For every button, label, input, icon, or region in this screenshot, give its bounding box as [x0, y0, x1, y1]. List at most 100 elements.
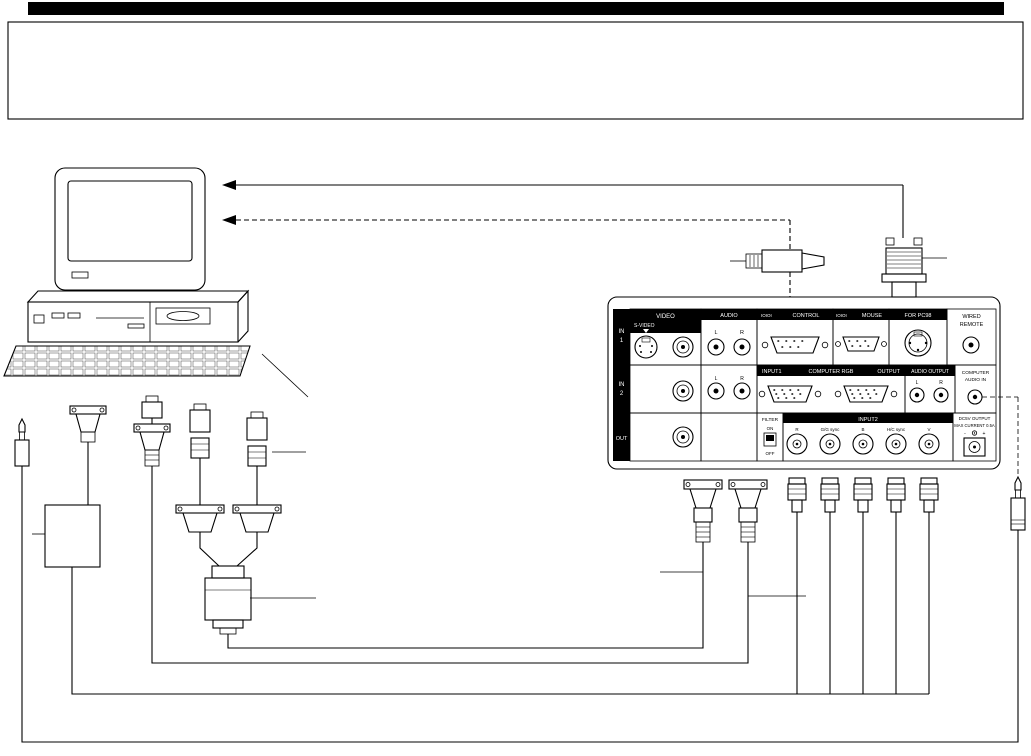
- mouse-cable-2: [232, 411, 306, 567]
- computer-audio-in-jack: [967, 389, 983, 405]
- wired-remote-label1: WIRED: [962, 314, 980, 320]
- computer-audio-label1: COMPUTER: [962, 370, 990, 376]
- audio-section: AUDIO L R: [700, 308, 758, 366]
- serial-connector-left: [69, 405, 107, 443]
- bnc-r-label: R: [795, 427, 799, 432]
- rgb-center-label: COMPUTER RGB: [809, 369, 854, 375]
- audio2-l-jack: [707, 382, 725, 400]
- audio-header-label: AUDIO: [720, 313, 738, 319]
- bnc-plug-hc: [886, 477, 906, 513]
- in2-label: IN: [619, 382, 625, 388]
- signal-arrows: [222, 180, 904, 297]
- wired-remote-jack: [962, 336, 980, 354]
- composite-in1-port: [672, 336, 694, 358]
- dc5v-plus-label: +: [983, 431, 986, 437]
- desktop-case: [26, 289, 250, 343]
- audio-out-l-jack: [909, 387, 925, 403]
- out-label: OUT: [616, 436, 628, 442]
- rgb-input1-label: INPUT1: [762, 369, 782, 375]
- composite-out-port: [672, 426, 694, 448]
- projector-rear-panel: IN 1 IN 2 OUT VIDEO S-VIDEO: [607, 296, 1001, 470]
- blank-section: [700, 412, 758, 462]
- dashed-arrow: [222, 215, 791, 297]
- audio-r-label: R: [740, 330, 744, 336]
- dc5v-section: DC5V OUTPUT MAX CURRENT 0.5A - +: [952, 412, 997, 462]
- serial-cable-connector: [730, 249, 825, 273]
- audio-output-label: AUDIO OUTPUT: [911, 369, 949, 375]
- bnc-hc-label: H/C sync: [887, 427, 906, 432]
- cable-routes: [21, 396, 1019, 743]
- audio2-l-label: L: [715, 376, 718, 382]
- solid-arrow: [222, 180, 904, 238]
- computer-illustration: [3, 167, 251, 377]
- bnc-r-port: [786, 433, 808, 455]
- keyboard: [3, 345, 251, 377]
- rgb-output-label: OUTPUT: [877, 369, 900, 375]
- note-box: [7, 21, 1024, 120]
- audio-output-section: AUDIO OUTPUT L R: [904, 364, 956, 414]
- rgb-cable-connector: [881, 237, 947, 298]
- mouse-port-section: IOIOI MOUSE: [832, 308, 890, 366]
- top-bar: [28, 2, 1004, 15]
- audio-out-r-label: R: [939, 380, 943, 386]
- bnc-b-label: B: [861, 427, 864, 432]
- dc5v-minus-label: -: [964, 431, 966, 437]
- control-port-section: IOIOI CONTROL: [756, 308, 834, 366]
- audio2-r-jack: [733, 382, 751, 400]
- io-sidebar: IN 1 IN 2 OUT: [613, 309, 630, 461]
- serial-icon: IOIOI: [761, 313, 772, 318]
- wired-remote-label2: REMOTE: [960, 322, 984, 328]
- in1-number: 1: [620, 338, 624, 344]
- mouse-adapter-cable: [227, 542, 704, 649]
- audio-plug-left: [14, 417, 30, 467]
- arrowhead-icon: [222, 215, 236, 225]
- svideo-port: [634, 335, 658, 359]
- audio-in2-section: L R: [700, 364, 758, 414]
- mouse-adapter: [204, 565, 316, 635]
- audio-out-r-jack: [933, 387, 949, 403]
- converter-box: [32, 504, 101, 568]
- control-label: CONTROL: [793, 313, 820, 319]
- audio-plug-right: [1010, 475, 1026, 531]
- mouse-label: MOUSE: [862, 313, 883, 319]
- bnc-plug-r: [787, 477, 807, 513]
- filter-off-label: OFF: [766, 451, 775, 456]
- bnc-v-port: [918, 433, 940, 455]
- computer-audio-label2: AUDIO IN: [965, 377, 987, 383]
- video-out-section: [629, 412, 702, 462]
- in1-label: IN: [619, 329, 625, 335]
- video-in2-section: [629, 364, 702, 414]
- rgb-output-port: [834, 385, 898, 403]
- audio-r-jack: [733, 338, 751, 356]
- pc98-port-section: FOR PC98: [888, 308, 948, 366]
- filter-label: FILTER: [762, 417, 779, 423]
- composite-in2-port: [672, 380, 694, 402]
- video-section: VIDEO S-VIDEO: [629, 308, 702, 366]
- dc5v-label2: MAX CURRENT 0.5A: [954, 423, 995, 428]
- svideo-label: S-VIDEO: [634, 323, 655, 329]
- rgb-cable-plug-1: [683, 479, 723, 543]
- audio-l-label: L: [714, 330, 717, 336]
- input1-output-section: INPUT1 COMPUTER RGB OUTPUT: [756, 364, 906, 414]
- audio-l-jack: [707, 338, 725, 356]
- bnc-hc-port: [885, 433, 907, 455]
- pc98-din-port: [904, 329, 932, 357]
- bnc-plug-g: [820, 477, 840, 513]
- dc5v-label1: DC5V OUTPUT: [959, 416, 991, 421]
- filter-on-label: ON: [767, 426, 774, 431]
- in2-number: 2: [620, 391, 624, 397]
- mouse-cable-1: [175, 403, 225, 567]
- monitor-cable-connector: [133, 395, 171, 467]
- serial-icon: IOIOI: [836, 313, 847, 318]
- audio2-r-label: R: [740, 376, 744, 382]
- mouse-dsub-port: [835, 336, 887, 352]
- video-header-label: VIDEO: [656, 314, 675, 320]
- monitor: [54, 167, 206, 291]
- bnc-b-port: [852, 433, 874, 455]
- audio-out-l-label: L: [916, 380, 919, 386]
- dc5v-jack: [963, 437, 986, 457]
- wired-remote-section: WIRED REMOTE: [946, 308, 997, 366]
- leader-line: [261, 353, 309, 398]
- bnc-g-port: [819, 433, 841, 455]
